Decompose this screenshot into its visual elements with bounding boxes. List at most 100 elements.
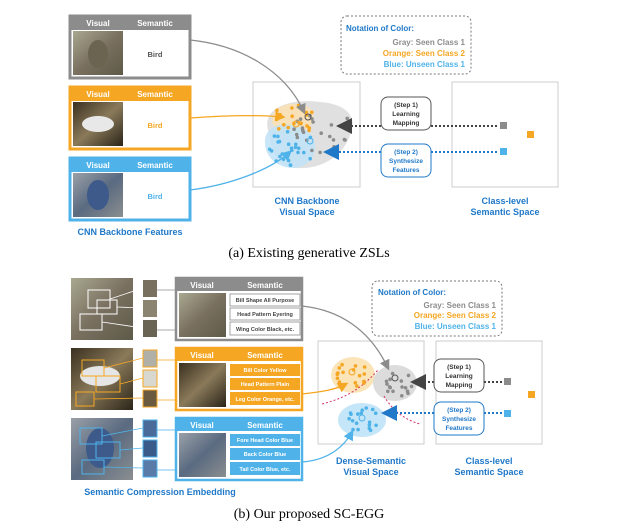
header-semantic: Semantic	[137, 161, 173, 170]
panel-a-row-blue: Visual Semantic Bird	[68, 156, 192, 222]
scatter-point	[300, 128, 305, 133]
attribute-label: Head Pattern Plain	[241, 382, 290, 388]
scatter-point	[357, 373, 362, 378]
bird-image-gray	[179, 293, 226, 337]
header-visual: Visual	[86, 161, 109, 170]
scatter-point	[351, 427, 355, 432]
semantic-space-label-line1: Class-level	[465, 456, 512, 466]
dense-space-points	[335, 362, 414, 433]
scatter-point	[318, 150, 322, 155]
scatter-point	[335, 372, 340, 377]
step2-line1: (Step 2)	[394, 149, 418, 156]
attribute-label: Wing Color Black, etc.	[236, 327, 294, 333]
arrow-gray-to-space	[189, 39, 306, 115]
scatter-point	[308, 156, 313, 161]
patch-images	[71, 278, 158, 480]
scatter-point	[290, 106, 294, 110]
dense-space-label-line2: Visual Space	[343, 467, 398, 477]
attribute-label: Tail Color Blue, etc.	[240, 467, 291, 473]
scatter-point	[386, 389, 390, 394]
scatter-point	[286, 158, 291, 163]
scatter-point	[285, 130, 290, 134]
semantic-label: Bird	[148, 50, 163, 59]
step1-line3: Mapping	[446, 382, 473, 389]
scatter-point	[331, 138, 336, 142]
semantic-label: Bird	[148, 121, 163, 130]
arrow-blue-to-space	[189, 150, 292, 191]
visual-space-label-line2: Visual Space	[279, 207, 334, 217]
scatter-point	[305, 124, 309, 128]
step2-line3: Features	[445, 425, 472, 432]
scatter-point	[400, 385, 404, 389]
panel-b-row-orange: Visual Semantic Bill Color Yellow Head P…	[174, 346, 304, 412]
step2-box-b	[433, 401, 485, 436]
step2-line2: Synthesize	[389, 158, 423, 165]
header-semantic: Semantic	[247, 421, 283, 430]
semantic-point-orange	[527, 131, 534, 138]
scatter-point	[343, 138, 347, 142]
scatter-point	[286, 142, 291, 146]
step1-box-b	[433, 358, 485, 393]
scatter-point	[298, 117, 303, 121]
scatter-point	[278, 112, 282, 117]
notation-title: Notation of Color:	[346, 24, 414, 33]
scatter-point	[332, 145, 336, 149]
scatter-point	[340, 362, 344, 367]
decision-boundary-1	[321, 369, 379, 405]
scatter-point	[319, 131, 324, 135]
header-visual: Visual	[190, 281, 213, 290]
bird-silhouette	[88, 40, 108, 68]
scatter-point	[362, 372, 367, 376]
scatter-point	[350, 419, 355, 423]
scatter-point	[275, 108, 279, 113]
header-semantic: Semantic	[247, 281, 283, 290]
step1-line3: Mapping	[393, 120, 420, 127]
scatter-point	[302, 150, 306, 155]
notation-gray: Gray: Seen Class 1	[424, 301, 497, 310]
panel-a-row-gray: Visual Semantic Bird	[68, 14, 192, 80]
header-semantic: Semantic	[137, 19, 173, 28]
step1-line1: (Step 1)	[447, 364, 471, 371]
scatter-point	[277, 127, 281, 131]
arrow-orange-to-space	[301, 382, 349, 395]
scatter-point	[370, 407, 375, 412]
semantic-point-gray	[504, 378, 511, 385]
scatter-point	[374, 423, 378, 428]
notation-box-b	[371, 280, 503, 337]
scatter-point	[288, 163, 293, 167]
orange-prototype-marker	[292, 120, 300, 128]
scatter-point	[347, 416, 351, 421]
scatter-point	[329, 123, 334, 127]
scatter-point	[307, 126, 312, 130]
cluster-blue-blob	[338, 403, 386, 437]
bird-silhouette	[87, 180, 109, 210]
scatter-point	[293, 145, 298, 150]
scatter-point	[310, 148, 314, 153]
arrow-blue-to-space	[301, 429, 354, 463]
scatter-point	[399, 379, 404, 383]
header-visual: Visual	[190, 351, 213, 360]
scatter-point	[385, 382, 389, 386]
notation-gray: Gray: Seen Class 1	[393, 38, 466, 47]
scatter-point	[335, 376, 340, 381]
scatter-point	[400, 394, 404, 398]
scatter-point	[356, 427, 360, 432]
scatter-point	[387, 385, 392, 389]
blue-prototype-marker	[306, 137, 314, 145]
scatter-point	[278, 154, 282, 159]
header-semantic: Semantic	[137, 90, 173, 99]
arrow-gray-to-space	[301, 305, 390, 371]
scatter-point	[359, 411, 364, 416]
scatter-point	[355, 384, 359, 388]
scatter-point	[405, 389, 410, 394]
scatter-point	[354, 421, 359, 426]
panel-b: Visual Semantic Bill Shape All Purpose H…	[71, 276, 543, 522]
scatter-point	[289, 146, 294, 150]
semantic-space-label-line1: Class-level	[481, 196, 528, 206]
attribute-label: Leg Color Orange, etc.	[236, 397, 295, 403]
panel-b-row-blue: Visual Semantic Fore Head Color Blue Bac…	[174, 416, 304, 482]
scatter-point	[384, 379, 389, 384]
panel-b-row-gray: Visual Semantic Bill Shape All Purpose H…	[174, 276, 304, 342]
semantic-space-label-line2: Semantic Space	[470, 207, 539, 217]
notation-orange: Orange: Seen Class 2	[383, 49, 466, 58]
